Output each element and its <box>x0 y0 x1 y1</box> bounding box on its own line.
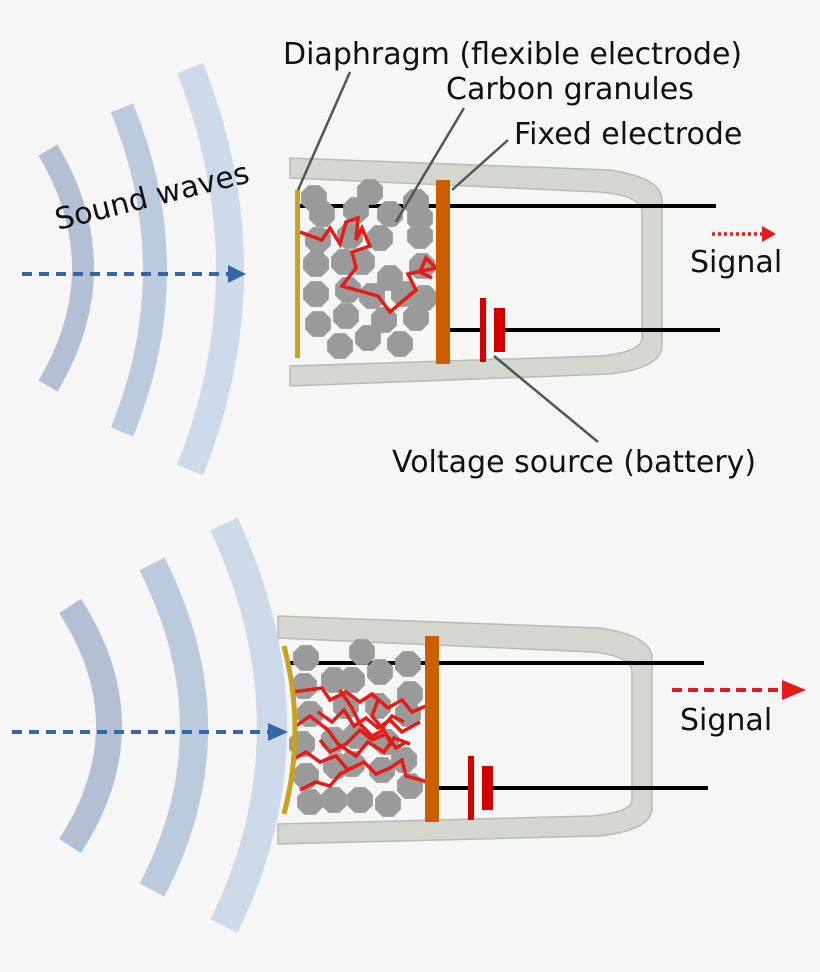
carbon-granule <box>339 667 365 693</box>
carbon-granule <box>403 305 429 331</box>
wave-arc <box>110 103 167 437</box>
sound-waves-top <box>38 62 244 476</box>
carbon-granule <box>343 197 369 223</box>
fixed-electrode-bottom <box>425 636 439 822</box>
label-fixed-electrode: Fixed electrode <box>514 117 742 152</box>
carbon-granule <box>411 285 437 311</box>
label-carbon-granules: Carbon granules <box>446 72 694 107</box>
diaphragm-bottom <box>281 645 298 815</box>
fixed-electrode-top <box>436 180 450 364</box>
carbon-granule <box>355 325 381 351</box>
label-signal-top: Signal <box>690 245 782 280</box>
wave-arc <box>176 62 244 476</box>
carbon-granule <box>293 763 319 789</box>
wave-arc <box>38 144 94 392</box>
signal-arrow-bottom <box>672 680 806 700</box>
carbon-granule <box>349 639 375 665</box>
carbon-granule <box>377 201 403 227</box>
current-paths-bottom <box>291 686 429 792</box>
battery-top <box>480 298 505 362</box>
wave-arc <box>210 517 287 933</box>
carbon-granule <box>321 787 347 813</box>
carbon-granule <box>395 651 421 677</box>
carbon-granule <box>333 303 359 329</box>
carbon-granule <box>357 179 383 205</box>
carbon-granule <box>347 787 373 813</box>
carbon-granule <box>367 225 393 251</box>
label-voltage-source: Voltage source (battery) <box>392 445 756 480</box>
wires-top <box>300 204 720 332</box>
current-path-top <box>299 215 440 315</box>
diaphragm-top <box>295 190 300 358</box>
carbon-granules-bottom <box>289 639 423 817</box>
carbon-granule <box>387 331 413 357</box>
carbon-granules-top <box>301 179 437 359</box>
top-panel: Diaphragm (flexible electrode) Carbon gr… <box>22 37 782 480</box>
leader-lines-top <box>296 71 599 443</box>
carbon-granule <box>375 791 401 817</box>
housing-top <box>289 157 663 387</box>
signal-arrow-top <box>712 226 776 242</box>
sound-arrow-top <box>22 265 246 283</box>
carbon-granule <box>391 747 417 773</box>
carbon-granule <box>305 311 331 337</box>
label-signal-bottom: Signal <box>680 703 772 738</box>
carbon-granule <box>297 789 323 815</box>
carbon-granule <box>407 223 433 249</box>
wave-arc <box>139 557 208 897</box>
sound-arrow-bottom <box>12 723 288 741</box>
battery-bottom <box>468 756 493 820</box>
carbon-granule <box>391 281 417 307</box>
carbon-granule <box>303 281 329 307</box>
carbon-granule <box>293 645 319 671</box>
carbon-granule <box>327 333 353 359</box>
carbon-granule <box>335 277 361 303</box>
wave-arc <box>59 598 122 854</box>
carbon-granule <box>309 201 335 227</box>
label-diaphragm: Diaphragm (flexible electrode) <box>283 37 742 72</box>
carbon-granule <box>367 659 393 685</box>
bottom-panel: Signal <box>12 517 806 933</box>
carbon-granule <box>303 251 329 277</box>
sound-waves-bottom <box>59 517 287 933</box>
